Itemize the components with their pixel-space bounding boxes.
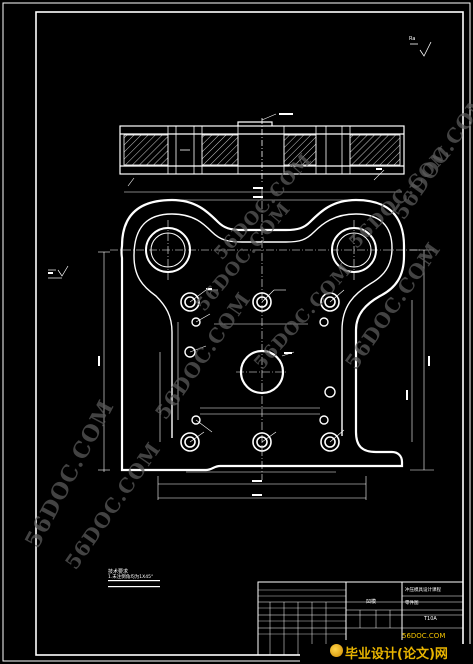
roughness-symbol-icon [410, 41, 432, 57]
dimension-lines [98, 191, 434, 500]
title-block [257, 581, 464, 656]
part-name: 凹模 [366, 599, 377, 605]
dimension-values [98, 113, 430, 496]
section-hatching [123, 134, 401, 166]
project-name: 冲压模具设计课程 [405, 588, 441, 593]
site-logo-icon [330, 644, 343, 657]
roughness-label: Ra [409, 36, 416, 42]
tech-note-1: 1.未注倒角均为1X45° [108, 575, 154, 580]
surface-finish-icon [48, 265, 69, 279]
cavity-contour [133, 213, 393, 438]
die-plate-outline [120, 198, 406, 472]
drawing-frame [35, 11, 464, 656]
site-name[interactable]: 毕业设计(论文)网 [345, 647, 448, 662]
pin-holes [184, 317, 336, 425]
material-label: T10A [424, 616, 437, 622]
tech-notes-lines [108, 580, 160, 588]
site-banner [300, 644, 473, 664]
section-hole-lines [167, 118, 351, 182]
drawing-number: 零件图 [405, 601, 419, 606]
center-lines [110, 188, 420, 480]
tech-notes-title: 技术要求 [108, 569, 129, 575]
site-url[interactable]: 56DOC.COM [402, 632, 446, 640]
